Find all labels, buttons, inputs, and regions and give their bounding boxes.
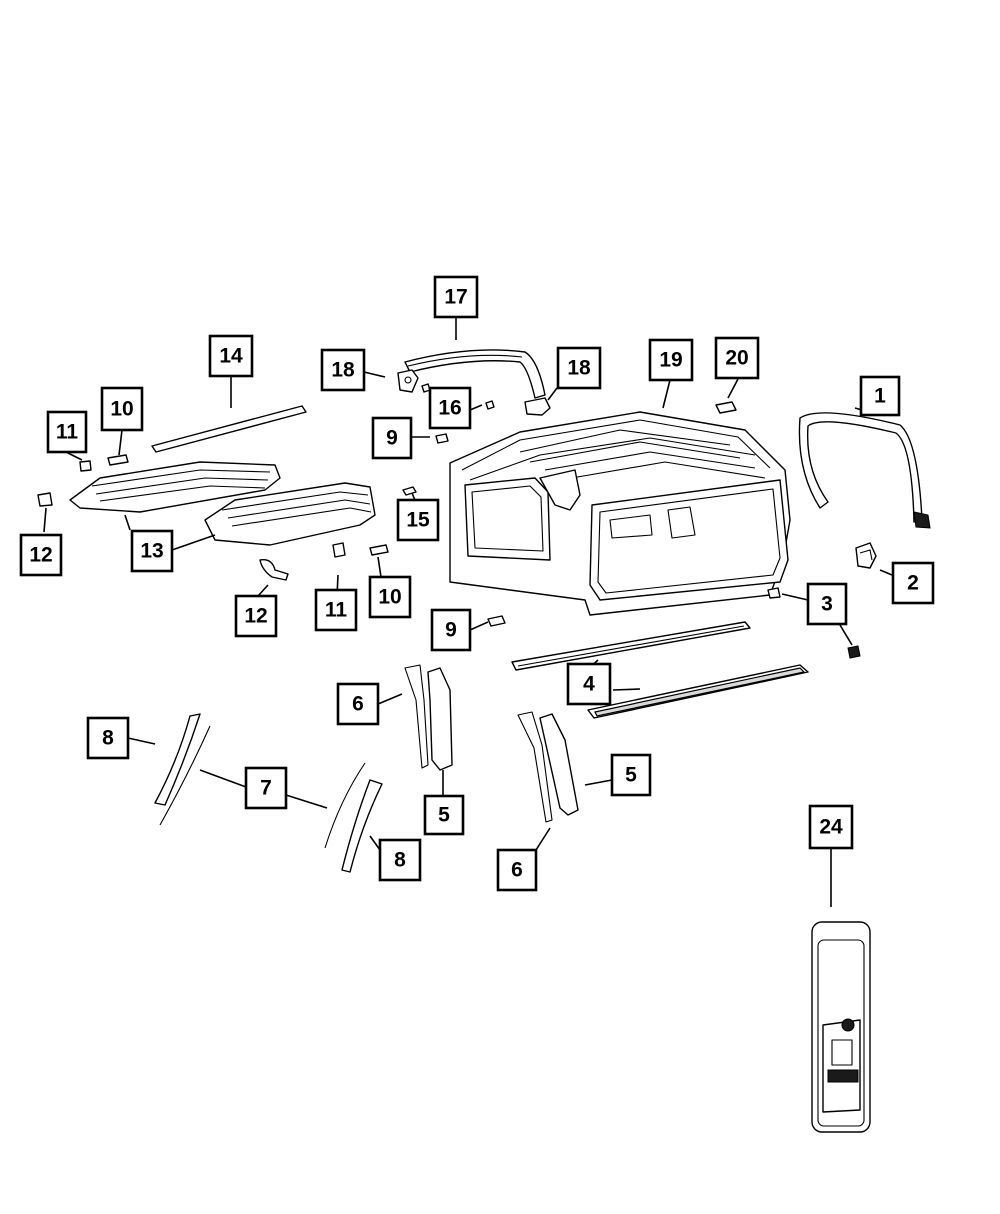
curved-trim-left (154, 713, 211, 826)
weatherstrip-4 (511, 621, 809, 719)
svg-text:11: 11 (56, 421, 79, 444)
door-surround-seal-1 (798, 412, 931, 529)
part-2 (855, 542, 877, 569)
svg-text:11: 11 (325, 599, 348, 622)
svg-text:24: 24 (819, 816, 843, 839)
leader-lines (43, 317, 893, 907)
part-15 (402, 486, 417, 496)
callout-8b: 8 (378, 838, 422, 882)
callout-10a: 10 (100, 386, 144, 432)
callout-15: 15 (396, 498, 440, 542)
callout-1: 1 (859, 375, 901, 417)
svg-text:8: 8 (394, 849, 406, 872)
svg-text:2: 2 (907, 572, 919, 595)
callout-3: 3 (806, 582, 848, 626)
callout-11a: 11 (46, 410, 88, 454)
small-parts-upper (37, 454, 129, 507)
part-9-upper (435, 433, 449, 444)
svg-text:6: 6 (352, 693, 364, 716)
kit-package-24 (811, 921, 871, 1133)
svg-text:9: 9 (445, 619, 457, 642)
callout-6b: 6 (496, 848, 538, 892)
callout-4: 4 (566, 662, 612, 706)
callout-14: 14 (208, 334, 254, 378)
callout-19: 19 (648, 338, 694, 382)
svg-text:18: 18 (331, 359, 355, 382)
svg-text:13: 13 (140, 540, 163, 563)
callout-9b: 9 (430, 608, 472, 652)
callout-24: 24 (808, 804, 854, 850)
svg-text:3: 3 (821, 593, 833, 616)
callout-10b: 10 (368, 575, 412, 619)
svg-text:7: 7 (260, 777, 272, 800)
bracket-18-right (524, 397, 551, 416)
svg-text:19: 19 (659, 349, 682, 372)
svg-text:17: 17 (444, 286, 467, 309)
callout-12b: 12 (234, 594, 278, 638)
callout-2: 2 (891, 561, 935, 605)
callout-7: 7 (244, 766, 288, 810)
svg-text:12: 12 (244, 605, 267, 628)
rear-hardtop-shell (449, 411, 791, 616)
part-9-lower (487, 615, 506, 627)
callout-8a: 8 (86, 716, 130, 760)
roof-bow-17 (404, 349, 546, 399)
callout-11b: 11 (314, 588, 358, 632)
callout-17: 17 (433, 275, 479, 319)
svg-text:5: 5 (625, 764, 637, 787)
callout-9a: 9 (371, 416, 413, 460)
svg-text:4: 4 (583, 673, 595, 696)
pillar-trim-right (517, 711, 579, 823)
roof-seal-14 (151, 405, 307, 453)
svg-text:5: 5 (438, 804, 450, 827)
svg-text:18: 18 (567, 357, 591, 380)
callout-13: 13 (130, 529, 174, 573)
small-parts-lower (259, 542, 389, 581)
bracket-18-left (397, 369, 419, 393)
curved-trim-right (324, 762, 383, 873)
svg-text:10: 10 (110, 398, 133, 421)
part-3 (767, 587, 861, 659)
callout-20: 20 (714, 336, 760, 380)
svg-text:8: 8 (102, 727, 114, 750)
svg-text:15: 15 (406, 509, 430, 532)
svg-text:6: 6 (511, 859, 523, 882)
svg-text:14: 14 (219, 345, 243, 368)
callout-5a: 5 (423, 794, 465, 836)
pillar-trim-left (404, 664, 453, 771)
svg-text:16: 16 (438, 397, 461, 420)
callout-16: 16 (428, 386, 472, 430)
svg-text:10: 10 (378, 586, 401, 609)
callout-18b: 18 (556, 346, 602, 390)
callout-12a: 12 (19, 533, 63, 577)
callout-6a: 6 (336, 682, 380, 726)
front-roof-panel-right (204, 482, 376, 546)
front-roof-panel-left (69, 461, 281, 513)
latch-part-20 (715, 401, 737, 414)
callout-5b: 5 (610, 753, 652, 797)
svg-text:20: 20 (725, 347, 748, 370)
callout-18a: 18 (320, 348, 366, 392)
svg-text:12: 12 (29, 544, 52, 567)
svg-text:9: 9 (386, 427, 398, 450)
svg-text:1: 1 (874, 385, 886, 408)
